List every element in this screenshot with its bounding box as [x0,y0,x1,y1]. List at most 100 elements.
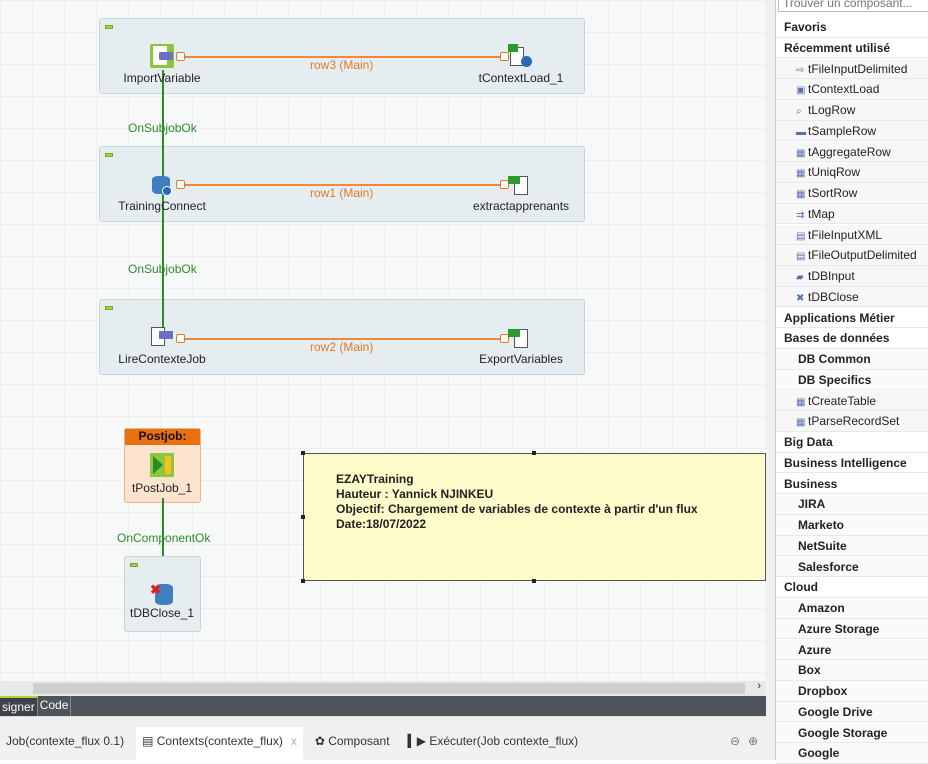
db-connection-icon[interactable] [150,172,174,196]
palette-category[interactable]: Récemment utilisé [776,38,928,59]
file-input-icon[interactable] [150,44,174,68]
collapse-toggle[interactable] [105,153,113,157]
file-xml-icon: ▤ [796,230,806,242]
component-label[interactable]: extractapprenants [472,199,570,213]
palette-item[interactable]: ⇉tMap [776,203,928,225]
palette-subcategory[interactable]: Marketo [776,515,928,536]
palette-subcategory[interactable]: DB Specifics [776,369,928,391]
collapse-toggle[interactable] [105,25,113,29]
horizontal-scrollbar[interactable]: › [0,680,766,696]
component-label[interactable]: ImportVariable [123,71,201,85]
flow-line[interactable] [182,338,502,340]
context-load-icon[interactable] [508,44,532,68]
palette-search-input[interactable] [778,0,928,12]
component-label[interactable]: tDBClose_1 [129,606,195,620]
palette-category[interactable]: Business Intelligence [776,453,928,474]
scroll-right-icon[interactable]: › [757,680,761,692]
run-job-icon[interactable] [150,325,174,349]
palette-label: Business [784,476,838,491]
tab-job[interactable]: Job(contexte_flux 0.1) [0,727,130,761]
output-port[interactable] [176,52,185,61]
component-label[interactable]: ExportVariables [479,352,563,366]
close-icon[interactable]: x [290,734,297,748]
db-close-icon[interactable]: ✖ [150,582,176,606]
palette-category[interactable]: Applications Métier [776,308,928,329]
palette-subcategory[interactable]: DB Common [776,349,928,370]
component-label[interactable]: TrainingConnect [118,199,206,213]
palette-item[interactable]: ▦tCreateTable [776,390,928,412]
palette-label: JIRA [798,497,826,512]
palette-subcategory[interactable]: JIRA [776,494,928,515]
palette-item[interactable]: ▰tDBInput [776,266,928,287]
palette-subcategory[interactable]: Azure [776,639,928,661]
trigger-line[interactable] [162,498,164,583]
postjob-subjob[interactable]: Postjob: [124,428,201,503]
palette-subcategory[interactable]: NetSuite [776,535,928,557]
note[interactable]: EZAYTraining Hauteur : Yannick NJINKEU O… [303,453,766,581]
palette-item[interactable]: ▣tContextLoad [776,79,928,100]
input-port[interactable] [500,180,509,189]
palette-item[interactable]: ▦tAggregateRow [776,141,928,163]
palette-subcategory[interactable]: Dropbox [776,681,928,702]
resize-handle[interactable] [301,515,305,519]
uniq-row-icon: ▦ [796,168,806,180]
palette-label: Google [798,746,840,761]
palette-label: Applications Métier [784,310,895,325]
palette-item[interactable]: ▦tSortRow [776,183,928,204]
palette-category[interactable]: Business [776,474,928,495]
contexts-icon: ▤ [142,734,157,748]
input-port[interactable] [500,52,509,61]
palette-category[interactable]: Big Data [776,432,928,453]
tmap-output-icon[interactable] [508,172,532,196]
output-port[interactable] [176,180,185,189]
palette-item[interactable]: ▦tUniqRow [776,162,928,183]
resize-handle[interactable] [301,579,305,583]
flow-line[interactable] [182,56,502,58]
palette-subcategory[interactable]: Google Drive [776,701,928,723]
tab-code[interactable]: Code [38,696,72,716]
tab-contexts[interactable]: ▤ Contexts(contexte_flux)x [136,727,303,761]
palette-subcategory[interactable]: Google [776,743,928,764]
palette-subcategory[interactable]: Salesforce [776,556,928,578]
job-designer-canvas[interactable]: OnSubjobOk OnSubjobOk row3 (Main) row1 (… [0,0,766,681]
postjob-icon[interactable] [150,453,174,477]
resize-handle[interactable] [532,451,536,455]
palette-item[interactable]: ▦tParseRecordSet [776,411,928,432]
palette-item[interactable]: ▬tSampleRow [776,120,928,142]
tab-composant[interactable]: ✿ Composant [309,727,396,761]
palette-item[interactable]: ⇨tFileInputDelimited [776,58,928,80]
scrollbar-thumb[interactable] [33,683,745,694]
component-label[interactable]: LireContexteJob [118,352,206,366]
palette-subcategory[interactable]: Google Storage [776,722,928,744]
component-label[interactable]: tContextLoad_1 [478,71,564,85]
palette-subcategory[interactable]: Box [776,660,928,681]
component-label[interactable]: tPostJob_1 [131,481,193,495]
trigger-line[interactable] [162,70,164,328]
palette-item[interactable]: ✖tDBClose [776,286,928,308]
splitter[interactable] [766,0,775,760]
palette-subcategory[interactable]: Amazon [776,598,928,619]
resize-handle[interactable] [301,451,305,455]
collapse-toggle[interactable] [130,563,138,567]
palette-label: tMap [808,206,835,221]
minimize-icon[interactable]: ⊖ [730,734,741,748]
palette-item[interactable]: ▤tFileOutputDelimited [776,245,928,266]
collapse-toggle[interactable] [105,306,113,310]
palette-category[interactable]: Cloud [776,577,928,598]
palette-item[interactable]: ▤tFileInputXML [776,224,928,246]
palette-label: DB Common [798,352,871,366]
note-line: Objectif: Chargement de variables de con… [336,502,698,516]
palette-label: Bases de données [784,331,890,346]
palette-item[interactable]: ⌕tLogRow [776,100,928,121]
palette-subcategory[interactable]: Azure Storage [776,618,928,640]
maximize-icon[interactable]: ⊕ [748,734,759,748]
palette-category[interactable]: Favoris [776,17,928,38]
input-port[interactable] [500,334,509,343]
flow-line[interactable] [182,184,502,186]
file-output-icon[interactable] [508,325,532,349]
tab-designer[interactable]: signer [0,696,38,716]
output-port[interactable] [176,334,185,343]
resize-handle[interactable] [532,579,536,583]
tab-executer[interactable]: ▍▶ Exécuter(Job contexte_flux) [402,727,585,761]
palette-category[interactable]: Bases de données [776,328,928,349]
